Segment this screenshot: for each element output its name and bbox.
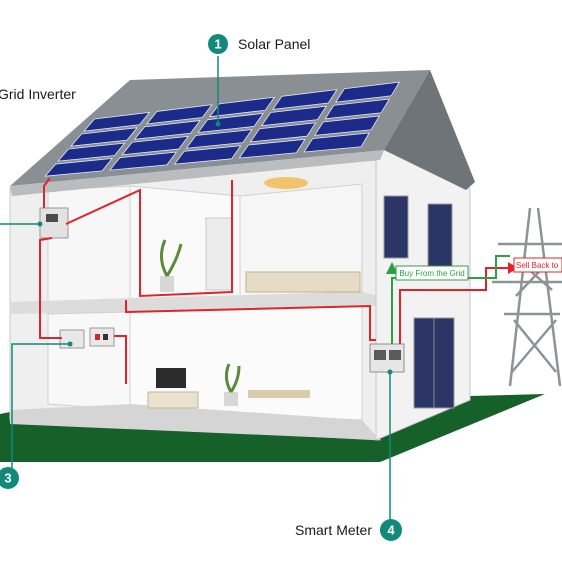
solar-panel-cell <box>108 151 178 171</box>
red-arrow <box>508 262 518 274</box>
solar-panel-cell <box>121 135 190 156</box>
solar-panel-cell <box>57 142 126 162</box>
callout-grid-inverter: Grid Inverter <box>0 86 76 227</box>
solar-panel-cell <box>133 120 201 140</box>
callout-breaker: 3 <box>0 341 73 489</box>
callout-solar-panel: 1 Solar Panel <box>208 34 310 127</box>
solar-panel-cell <box>303 132 370 153</box>
solar-panel-cell <box>185 129 253 149</box>
smart-meter-number: 4 <box>387 523 395 538</box>
upper-window-left <box>383 195 409 259</box>
solar-panel-cell <box>313 115 380 136</box>
solar-panel-cell <box>324 98 391 120</box>
solar-panel-cell <box>272 89 338 110</box>
solar-panel-cell <box>83 111 151 132</box>
solar-panel-cell <box>197 112 264 133</box>
solar-panel-cell <box>44 157 114 177</box>
transmission-tower <box>492 207 562 387</box>
green-wiring <box>391 255 510 344</box>
furniture <box>147 217 361 409</box>
solar-panel-cell <box>209 96 276 118</box>
solar-panel-cell <box>249 122 317 143</box>
ceiling-lamp <box>264 177 308 189</box>
upper-window-right <box>427 203 453 267</box>
solar-panel-cell <box>146 104 213 125</box>
buy-from-grid-tag: Buy From the Grid <box>395 265 469 281</box>
breaker-number: 3 <box>4 471 11 486</box>
inverter-unit <box>39 207 69 239</box>
smart-meter-label: Smart Meter <box>295 522 372 538</box>
solar-panel-cell <box>335 81 401 103</box>
solar-panel-array <box>44 81 401 177</box>
red-wiring <box>39 177 512 384</box>
solar-panel-cell <box>173 145 242 165</box>
solar-panel-label: Solar Panel <box>238 36 310 52</box>
solar-panel-cell <box>260 105 327 127</box>
solar-panel-number: 1 <box>214 37 221 52</box>
smart-meter-unit <box>369 343 405 373</box>
grid-inverter-label: Grid Inverter <box>0 86 76 102</box>
sell-tag-text: Sell Back to <box>516 261 559 270</box>
green-arrow <box>386 262 398 274</box>
callout-smart-meter: 4 Smart Meter <box>295 369 402 541</box>
sell-back-tag: Sell Back to <box>513 257 562 273</box>
solar-panel-cell <box>70 127 138 147</box>
solar-panel-cell <box>238 138 306 159</box>
buy-tag-text: Buy From the Grid <box>399 269 464 278</box>
